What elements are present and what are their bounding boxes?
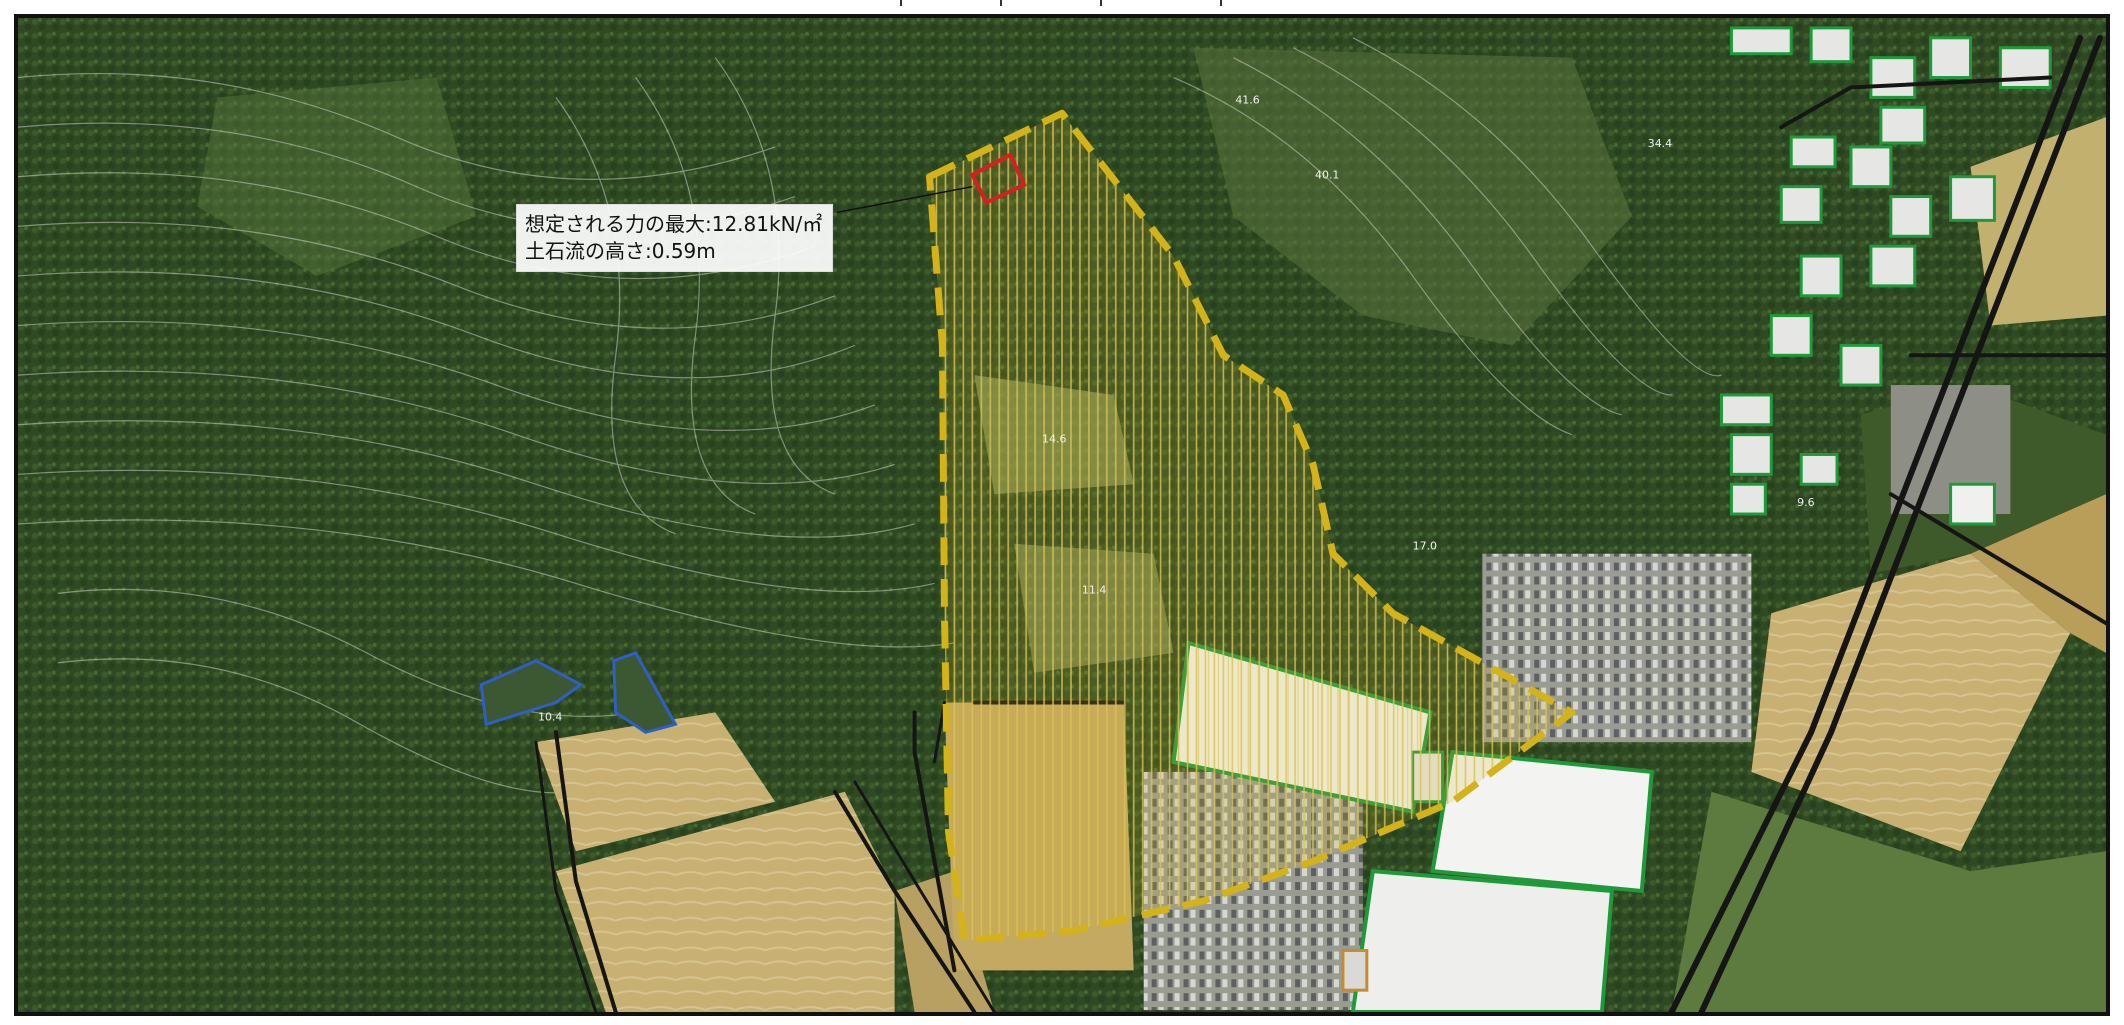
vegetation-patch bbox=[1193, 47, 1632, 346]
elevation-label: 9.6 bbox=[1797, 496, 1814, 509]
elevation-label: 41.6 bbox=[1235, 93, 1259, 106]
residential-buildings bbox=[1719, 26, 2052, 516]
max-force-label: 想定される力の最大:12.81kN/㎡ bbox=[525, 212, 823, 236]
frame-tick bbox=[1100, 0, 1102, 6]
debris-flow-hazard-area[interactable] bbox=[929, 113, 1573, 941]
commercial-building bbox=[1430, 749, 1654, 894]
frame-tick bbox=[1220, 0, 1222, 6]
hazard-area-boundary bbox=[926, 109, 1576, 945]
debris-flow-callout: 想定される力の最大:12.81kN/㎡ 土石流の高さ:0.59m bbox=[516, 204, 834, 272]
commercial-building bbox=[1350, 869, 1615, 1012]
pond bbox=[612, 651, 678, 734]
map-frame: 41.6 40.1 34.4 14.6 11.4 17.0 10.4 9.6 想… bbox=[14, 14, 2110, 1016]
aerial-map[interactable]: 41.6 40.1 34.4 14.6 11.4 17.0 10.4 9.6 bbox=[18, 18, 2106, 1012]
elevation-label: 11.4 bbox=[1082, 583, 1106, 596]
max-force-point-marker[interactable] bbox=[969, 152, 1027, 206]
elevation-label: 40.1 bbox=[1315, 169, 1339, 182]
farm-field bbox=[1970, 494, 2106, 653]
farm-field bbox=[555, 791, 895, 1012]
farm-field bbox=[1970, 117, 2106, 326]
pond bbox=[479, 659, 584, 727]
farm-field bbox=[1751, 553, 2071, 852]
elevation-label: 10.4 bbox=[538, 710, 562, 723]
frame-tick bbox=[1000, 0, 1002, 6]
elevation-label: 34.4 bbox=[1648, 137, 1672, 150]
elevation-labels: 41.6 40.1 34.4 14.6 11.4 17.0 10.4 9.6 bbox=[538, 93, 1815, 723]
frame-tick bbox=[900, 0, 902, 6]
elevation-label: 14.6 bbox=[1042, 433, 1066, 446]
vegetation-patch bbox=[197, 77, 477, 276]
farm-field bbox=[894, 871, 995, 1012]
elevation-label: 17.0 bbox=[1413, 540, 1437, 553]
building bbox=[1341, 949, 1369, 992]
callout-leader-line bbox=[836, 185, 973, 214]
debris-height-label: 土石流の高さ:0.59m bbox=[525, 239, 716, 263]
building bbox=[1949, 482, 1996, 526]
farm-field bbox=[536, 712, 776, 852]
